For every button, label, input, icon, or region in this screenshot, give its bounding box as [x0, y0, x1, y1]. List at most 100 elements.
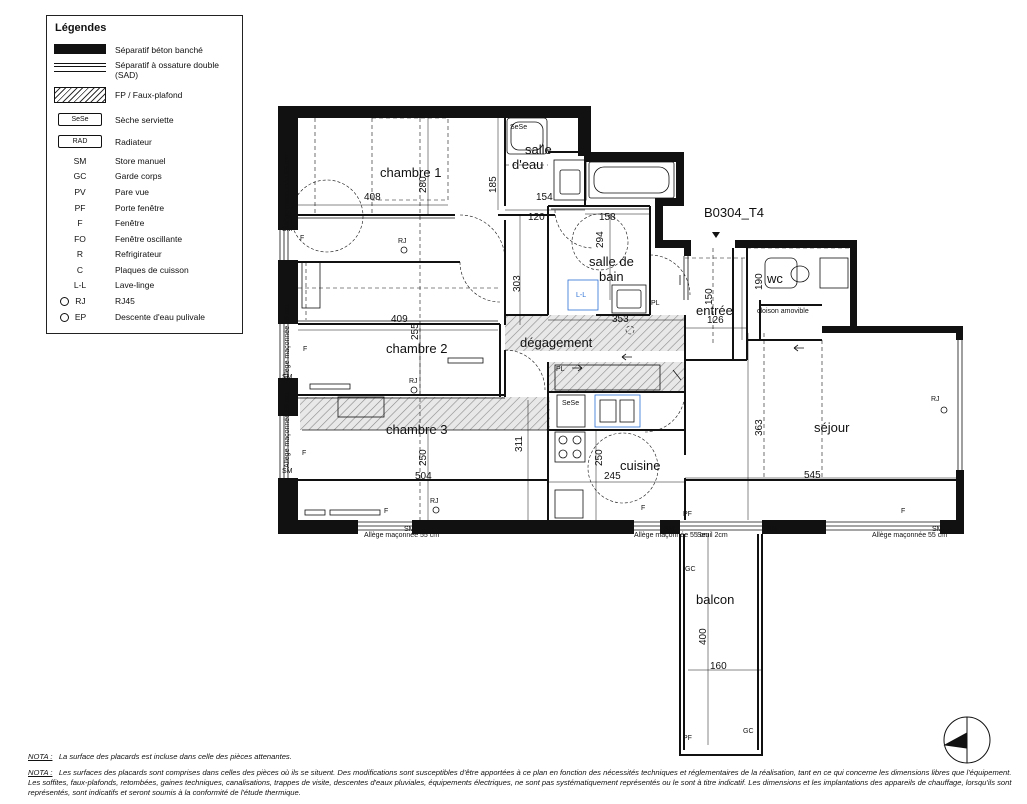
allege-label-3: Allège maçonnée 55 cm: [872, 532, 948, 539]
sm-label-bottom-1: SM: [404, 526, 415, 533]
false-ceiling-hatch-symbol: [54, 87, 106, 103]
dim-154: 154: [536, 192, 553, 203]
room-chambre-1: chambre 1: [380, 165, 442, 180]
dim-250-cuisine: 250: [594, 449, 605, 466]
sm-label-chambre1: SM: [282, 226, 293, 233]
legend-row-fo: FO Fenêtre oscillante: [74, 234, 183, 244]
room-salle-eau-line2: d'eau: [512, 157, 544, 172]
dim-294: 294: [595, 231, 606, 248]
dim-353: 353: [612, 314, 629, 325]
legend-row-sad: Séparatif à ossature double (SAD): [47, 60, 242, 80]
balcony-outline: [679, 534, 763, 756]
cloison-amovible-label: cloison amovible: [757, 308, 809, 315]
room-salle-de-bain-line2: bain: [599, 269, 624, 284]
dashed-lines: [298, 117, 850, 520]
windows: [279, 230, 963, 531]
allege-label-1: Allège maçonnée 55 cm: [364, 532, 440, 539]
pl-label-sdb: PL: [651, 300, 660, 307]
notes-block: NOTA : La surface des placards est inclu…: [28, 752, 1018, 804]
room-entree: entrée: [696, 303, 733, 318]
legend-row-ll: L-L Lave-linge: [73, 280, 155, 290]
room-chambre-2: chambre 2: [386, 341, 448, 356]
double-frame-partitions: [298, 208, 650, 431]
sese-label-salle-eau: SeSe: [510, 124, 528, 131]
room-sejour: séjour: [814, 420, 850, 435]
sm-label-bottom-2: SM: [664, 526, 675, 533]
window-label-f1: F: [384, 508, 389, 515]
note-2: NOTA : Les surfaces des placards sont co…: [28, 768, 1012, 797]
dim-120: 120: [528, 212, 545, 223]
false-ceiling-degagement: [505, 315, 685, 351]
arrow-marks: [572, 275, 804, 381]
window-label-f2: F: [641, 505, 646, 512]
concrete-walls: [278, 106, 964, 534]
sm-label-chambre3: SM: [282, 468, 293, 475]
legend-row-gc: GC Garde corps: [73, 171, 162, 181]
allege-label-v2: Allège maçonnée 55 cm: [284, 304, 291, 380]
legend-row-sm: SM Store manuel: [73, 156, 166, 166]
unit-id-label: B0304_T4: [704, 205, 764, 220]
dim-408: 408: [364, 192, 381, 203]
sm-label-bottom-3: SM: [767, 526, 778, 533]
dim-158: 158: [599, 212, 616, 223]
note-1: NOTA : La surface des placards est inclu…: [28, 752, 292, 761]
window-label-f4: F: [300, 235, 305, 242]
sm-label-chambre2: SM: [282, 374, 293, 381]
legend-row-c: C Plaques de cuisson: [76, 265, 189, 275]
room-balcon: balcon: [696, 592, 735, 607]
dim-303: 303: [512, 275, 523, 292]
pl-label-degagement: PL: [556, 366, 565, 373]
legend-row-fp: FP / Faux-plafond: [47, 86, 242, 103]
dim-400: 400: [698, 628, 709, 645]
legend-row-r: R Refrigirateur: [76, 249, 162, 259]
false-ceiling-degagement-2: [548, 362, 685, 392]
dim-504: 504: [415, 471, 432, 482]
room-degagement: dégagement: [520, 335, 593, 350]
gc-label-bottom: GC: [743, 728, 754, 735]
allege-label-v3: Allège maçonnée 55 cm: [284, 392, 291, 468]
dim-409: 409: [391, 314, 408, 325]
dim-160: 160: [710, 661, 727, 672]
window-label-f6: F: [303, 346, 308, 353]
legend-row-sese: SeSe Sèche serviette: [47, 112, 242, 128]
window-label-f3: F: [901, 508, 906, 515]
legend-panel: Légendes Séparatif béton banché Séparati…: [46, 15, 243, 334]
outlet-markers: [400, 246, 948, 514]
dim-150: 150: [704, 288, 715, 305]
rj-label-chambre3: RJ: [430, 498, 439, 505]
allege-label-2: Allège maçonnée 55 cm: [634, 532, 710, 539]
north-compass-icon: [943, 716, 991, 764]
false-ceiling-corridor: [300, 397, 550, 430]
legend-row-pf: PF Porte fenêtre: [74, 203, 165, 213]
legend-row-pv: PV Pare vue: [74, 187, 150, 197]
furniture: [301, 261, 484, 516]
legend-row-rj: RJ RJ45: [47, 294, 242, 310]
downpipe-circle-icon: [59, 312, 69, 322]
gc-label-top: GC: [685, 566, 696, 573]
room-salle-eau-line1: salle: [525, 142, 552, 157]
dim-280: 280: [418, 176, 429, 193]
legend-row-f: F Fenêtre: [77, 218, 145, 228]
dim-545: 545: [804, 470, 821, 481]
pf-label-sejour: PF: [683, 511, 692, 518]
door-swings: [290, 179, 691, 504]
legend-row-beton: Séparatif béton banché: [47, 42, 242, 58]
room-chambre-3: chambre 3: [386, 422, 448, 437]
sese-label-cuisine: SeSe: [562, 400, 580, 407]
room-salle-de-bain-line1: salle de: [589, 254, 634, 269]
dim-126: 126: [707, 315, 724, 326]
pf-label-balcon: PF: [683, 735, 692, 742]
rj-label-sejour: RJ: [931, 396, 940, 403]
rj-label-chambre2: RJ: [409, 378, 418, 385]
dim-311: 311: [514, 436, 525, 452]
dim-185: 185: [488, 176, 499, 193]
sm-label-bottom-4: SM: [932, 526, 943, 533]
entrance-marker-icon: [712, 232, 720, 238]
rj45-circle-icon: [60, 296, 70, 306]
room-wc: wc: [767, 271, 783, 286]
double-frame-wall-symbol: [54, 62, 106, 72]
bathroom-fixtures: [506, 117, 849, 519]
window-label-f5: F: [302, 450, 307, 457]
allege-label-v1: Allège maçonnée 55 cm: [284, 154, 291, 230]
